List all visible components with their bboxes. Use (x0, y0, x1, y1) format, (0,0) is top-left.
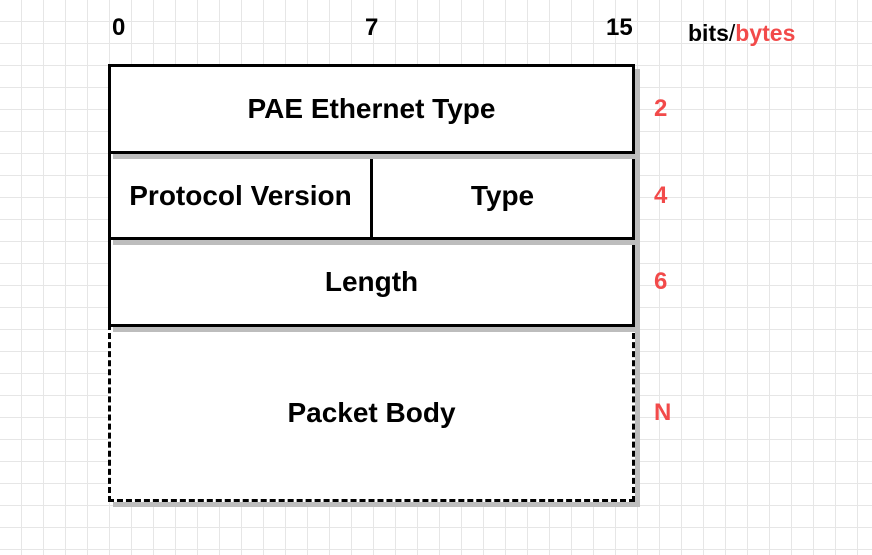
field-protocol-version-label: Protocol Version (129, 179, 352, 211)
field-length: Length (108, 237, 635, 327)
field-type: Type (370, 151, 635, 240)
field-packet-body-label: Packet Body (287, 397, 456, 428)
field-pae-ethernet-type-label: PAE Ethernet Type (247, 93, 496, 124)
bit-label-start: 0 (112, 14, 126, 41)
bit-label-middle: 7 (365, 14, 379, 41)
field-pae-ethernet-type: PAE Ethernet Type (108, 64, 635, 154)
field-protocol-version: Protocol Version (108, 151, 373, 240)
unit-separator: / (728, 20, 736, 46)
byte-offset-row2: 4 (654, 182, 668, 209)
unit-bits-label: bits (688, 20, 729, 46)
unit-legend: bits/bytes (688, 19, 795, 47)
byte-offset-row1: 2 (654, 95, 668, 122)
field-packet-body: Packet Body (108, 324, 635, 502)
byte-offset-row3: 6 (654, 268, 668, 295)
unit-bytes-label: bytes (735, 20, 796, 46)
bit-label-end: 15 (606, 14, 633, 41)
field-type-label: Type (470, 179, 535, 211)
field-length-label: Length (324, 266, 419, 297)
byte-offset-row4: N (654, 399, 672, 426)
